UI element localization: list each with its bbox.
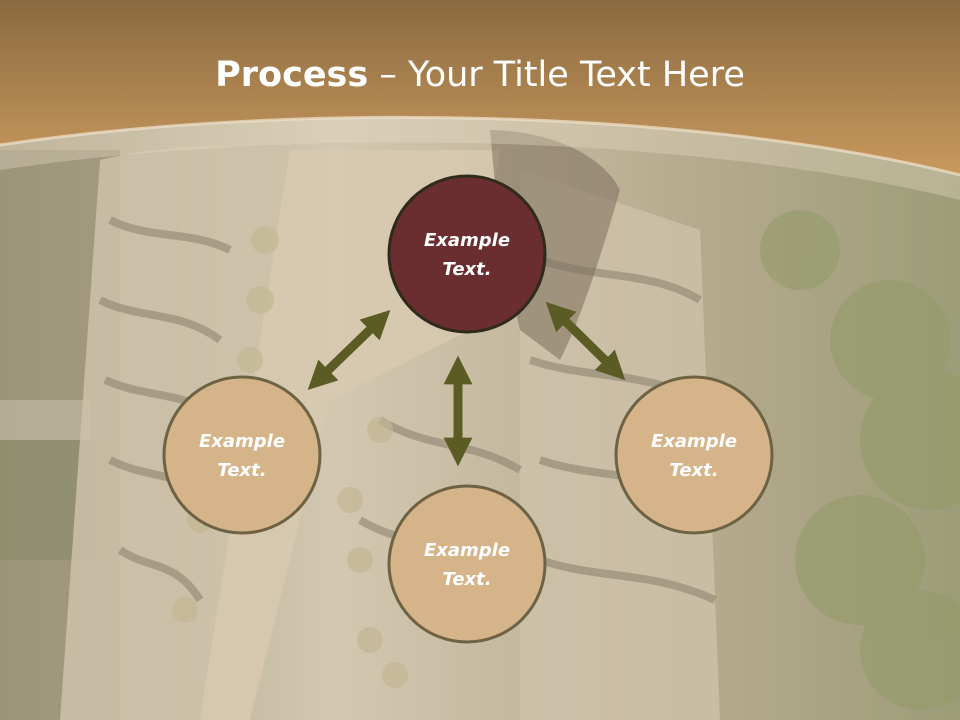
node-label-line1: Example — [651, 431, 737, 452]
node-circle — [162, 375, 322, 535]
process-node-bottom: Example Text. — [387, 484, 547, 644]
slide-title: Process – Your Title Text Here — [0, 52, 960, 98]
node-label-line1: Example — [424, 540, 510, 561]
node-circle — [614, 375, 774, 535]
node-label-line2: Text. — [442, 259, 491, 280]
node-label-line1: Example — [199, 431, 285, 452]
node-label-line1: Example — [424, 230, 510, 251]
title-bold: Process — [215, 55, 369, 95]
arrow-top-left — [307, 309, 391, 391]
process-node-top: Example Text. — [387, 174, 547, 334]
process-node-left: Example Text. — [162, 375, 322, 535]
title-rest: – Your Title Text Here — [368, 55, 745, 95]
node-label-line2: Text. — [669, 460, 718, 481]
node-label-line2: Text. — [217, 460, 266, 481]
node-circle — [387, 174, 547, 334]
arrow-top-right — [545, 301, 626, 381]
node-label-line2: Text. — [442, 569, 491, 590]
node-circle — [387, 484, 547, 644]
process-node-right: Example Text. — [614, 375, 774, 535]
